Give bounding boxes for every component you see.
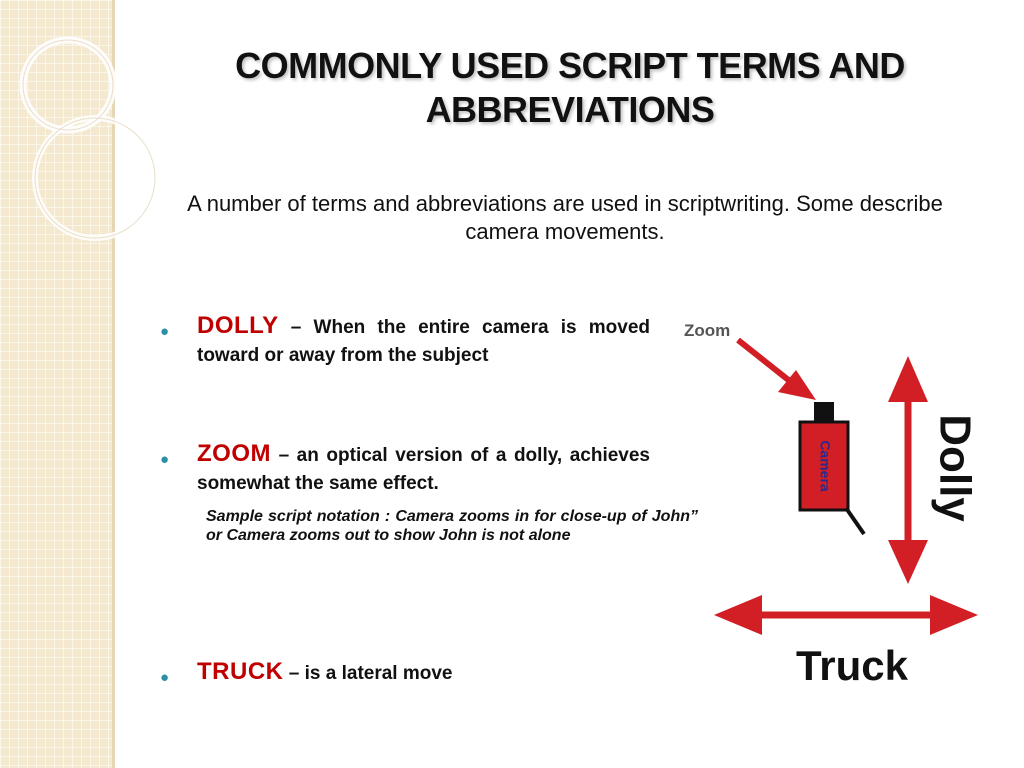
intro-text: A number of terms and abbreviations are …: [187, 191, 943, 244]
definition-dolly: – When the entire camera is moved toward…: [197, 317, 650, 366]
decorative-circles: [19, 36, 158, 241]
term-zoom: ZOOM: [197, 440, 271, 467]
decorative-side-edge: [112, 0, 115, 768]
truck-arrow-icon: [714, 595, 978, 635]
definition-truck: – is a lateral move: [288, 663, 453, 684]
zoom-arrow-icon: [736, 337, 816, 400]
zoom-label: Zoom: [684, 321, 730, 340]
definition-zoom: – an optical version of a dolly, achieve…: [197, 445, 651, 494]
bullet-dot-icon: ●: [160, 451, 170, 468]
term-truck: TRUCK: [197, 658, 284, 685]
dolly-label: Dolly: [930, 414, 979, 522]
sample-notation: Sample script notation : Camera zooms in…: [206, 508, 698, 544]
truck-label: Truck: [796, 642, 909, 689]
bullet-dolly: ● DOLLY – When the entire camera is move…: [160, 312, 650, 370]
bullet-truck: ● TRUCK – is a lateral move: [160, 658, 650, 688]
camera-label: Camera: [817, 440, 833, 492]
camera-movement-diagram: Zoom Camera Dolly Truck: [684, 321, 979, 689]
camera-icon: Camera: [798, 402, 866, 536]
bullet-dot-icon: ●: [160, 669, 170, 686]
dolly-arrow-icon: [888, 356, 928, 584]
bullet-zoom: ● ZOOM – an optical version of a dolly, …: [160, 440, 650, 498]
bullet-dot-icon: ●: [160, 323, 170, 340]
slide-title: COMMONLY USED SCRIPT TERMS AND ABBREVIAT…: [235, 45, 905, 130]
term-dolly: DOLLY: [197, 312, 279, 339]
